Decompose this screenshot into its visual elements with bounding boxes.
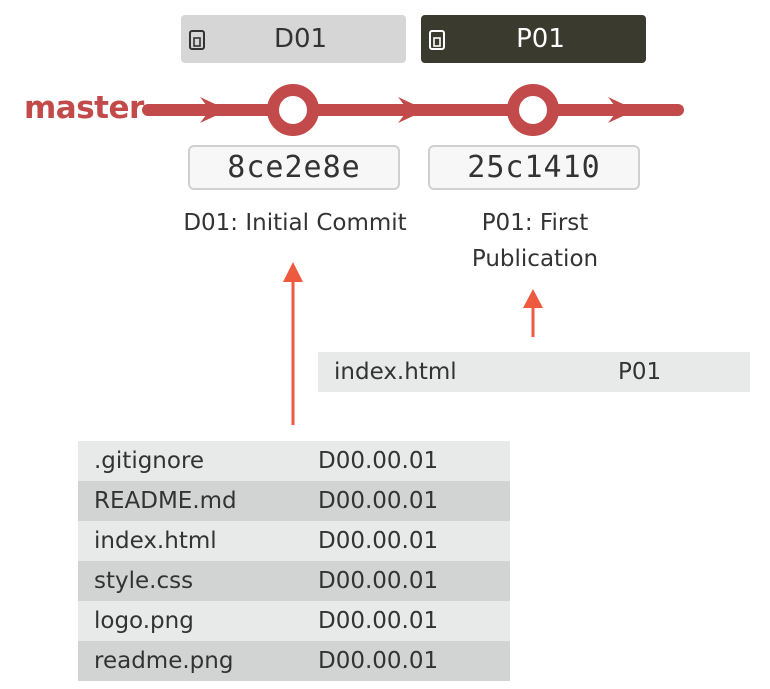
file-name: .gitignore — [94, 448, 205, 474]
branch-chevron — [608, 97, 636, 123]
table-row: index.html D00.00.01 — [78, 521, 510, 561]
commit-message-line: Publication — [471, 246, 599, 272]
file-name: logo.png — [94, 608, 194, 634]
file-version: D00.00.01 — [318, 608, 439, 634]
table-row: .gitignore D00.00.01 — [78, 441, 510, 481]
table-row: readme.png D00.00.01 — [78, 641, 510, 681]
development-file-table: .gitignore D00.00.01 README.md D00.00.01… — [78, 441, 510, 681]
commit-message: P01: First Publication — [450, 205, 620, 277]
commit-message-line: P01: First — [481, 210, 589, 236]
table-row: index.html P01 — [318, 352, 750, 392]
tag-d01[interactable]: D01 — [181, 15, 406, 63]
branch-chevron — [398, 97, 426, 123]
table-row: style.css D00.00.01 — [78, 561, 510, 601]
file-version: P01 — [618, 359, 662, 385]
branch-label: master — [24, 90, 144, 126]
file-name: README.md — [94, 488, 237, 514]
commit-message: D01: Initial Commit — [183, 210, 407, 236]
tag-label: D01 — [273, 24, 328, 54]
file-version: D00.00.01 — [318, 648, 439, 674]
file-name: index.html — [334, 359, 457, 385]
file-name: index.html — [94, 528, 217, 554]
table-row: logo.png D00.00.01 — [78, 601, 510, 641]
table-row: README.md D00.00.01 — [78, 481, 510, 521]
branch-chevron — [200, 97, 228, 123]
file-name: style.css — [94, 568, 194, 594]
file-version: D00.00.01 — [318, 448, 439, 474]
commit-node — [507, 84, 559, 136]
pointer-arrowhead — [283, 262, 303, 282]
commit-hash[interactable]: 8ce2e8e — [188, 145, 400, 190]
publication-file-table: index.html P01 — [318, 352, 750, 392]
lock-icon — [189, 30, 205, 50]
pointer-arrowhead — [523, 289, 543, 308]
file-version: D00.00.01 — [318, 528, 439, 554]
tag-label: P01 — [516, 24, 565, 54]
lock-icon — [429, 30, 445, 50]
file-version: D00.00.01 — [318, 568, 439, 594]
file-name: readme.png — [94, 648, 234, 674]
commit-hash[interactable]: 25c1410 — [428, 145, 640, 190]
file-version: D00.00.01 — [318, 488, 439, 514]
tag-p01[interactable]: P01 — [421, 15, 646, 63]
commit-node — [267, 84, 319, 136]
